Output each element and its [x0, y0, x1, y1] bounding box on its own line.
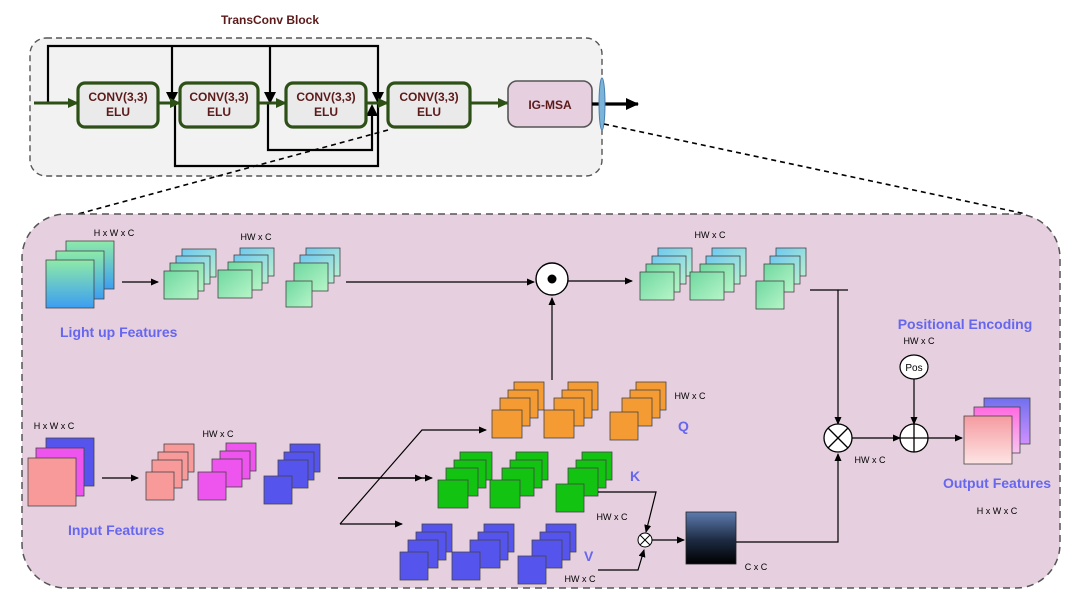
- light-up-reshaped-stack-3: [285, 247, 341, 308]
- conv-block-4-line1: CONV(3,3): [399, 90, 458, 104]
- k-to-kv-mult-arrow: [598, 491, 657, 533]
- v-stack-2: [451, 523, 515, 581]
- q-stack-1: [491, 381, 545, 439]
- igmsa-box: IG-MSA: [507, 80, 593, 128]
- pos-node-label: Pos: [905, 363, 922, 374]
- conv-block-4-line2: ELU: [417, 105, 441, 119]
- input-features-dim: H x W x C: [34, 421, 75, 431]
- light-up-reshaped-stack-1: [163, 248, 217, 300]
- v-dim: HW x C: [565, 574, 596, 584]
- attention-dim: C x C: [745, 562, 768, 572]
- input-reshaped-stack-3: [263, 443, 321, 505]
- k-stack-3: [555, 451, 613, 513]
- addition-operator: [899, 423, 929, 453]
- igmsa-box-label: IG-MSA: [528, 98, 572, 112]
- conv-block-3: CONV(3,3) ELU: [284, 81, 368, 129]
- output-features-dim: H x W x C: [977, 506, 1018, 516]
- q-stack-2: [543, 381, 599, 439]
- input-reshaped-stack-2: [197, 442, 257, 501]
- conv-block-1-line2: ELU: [106, 105, 130, 119]
- input-features-input: [27, 437, 95, 507]
- light-product-dim: HW x C: [695, 230, 726, 240]
- v-stack-3: [517, 523, 577, 585]
- conv-block-1: CONV(3,3) ELU: [76, 81, 160, 129]
- pos-node: Pos: [899, 354, 929, 380]
- k-stack-2: [489, 451, 549, 509]
- q-stack-3: [609, 381, 667, 441]
- positional-encoding-label: Positional Encoding: [898, 316, 1033, 332]
- positional-dim: HW x C: [904, 336, 935, 346]
- output-features-stack: [963, 397, 1031, 465]
- v-to-kv-mult-arrow: [598, 549, 646, 571]
- q-dim: HW x C: [675, 391, 706, 401]
- output-features-label: Output Features: [943, 475, 1051, 491]
- kv-matmul-operator: [637, 532, 653, 548]
- transconv-block-title: TransConv Block: [221, 13, 319, 27]
- v-stack-1: [399, 523, 453, 581]
- light-product-stack-2: [689, 247, 747, 301]
- light-up-input-dim: H x W x C: [94, 228, 135, 238]
- k-stack-1: [437, 451, 493, 509]
- input-reshaped-dim: HW x C: [203, 429, 234, 439]
- conv-block-3-line1: CONV(3,3): [296, 90, 355, 104]
- conv-block-3-line2: ELU: [314, 105, 338, 119]
- light-product-stack-1: [639, 247, 693, 301]
- conv-block-2-line2: ELU: [207, 105, 231, 119]
- conv-block-1-line1: CONV(3,3): [88, 90, 147, 104]
- light-up-features-label: Light up Features: [60, 324, 178, 340]
- transconv-block: TransConv Block CONV(3,3) ELU: [29, 13, 639, 177]
- k-dim: HW x C: [597, 512, 628, 522]
- conv-block-4: CONV(3,3) ELU: [386, 81, 472, 129]
- v-label: V: [584, 548, 594, 564]
- attention-map: [685, 511, 737, 565]
- qkv-branch-arrows: [338, 426, 487, 528]
- k-label: K: [630, 468, 640, 484]
- elementwise-product-operator: [535, 262, 569, 296]
- light-product-stack-3: [755, 247, 807, 310]
- attention-to-mult-arrow: [736, 453, 842, 543]
- conv-block-2-line1: CONV(3,3): [189, 90, 248, 104]
- attention-matmul-operator: [823, 423, 853, 453]
- input-features-label: Input Features: [68, 522, 165, 538]
- light-up-features-input: [45, 240, 115, 309]
- light-up-reshaped-stack-2: [217, 247, 275, 299]
- input-reshaped-stack-1: [145, 443, 195, 501]
- q-label: Q: [678, 418, 689, 434]
- zoom-marker: [598, 77, 606, 131]
- conv-block-2: CONV(3,3) ELU: [178, 81, 260, 129]
- light-up-reshaped-dim: HW x C: [241, 232, 272, 242]
- mult-dim: HW x C: [855, 455, 886, 465]
